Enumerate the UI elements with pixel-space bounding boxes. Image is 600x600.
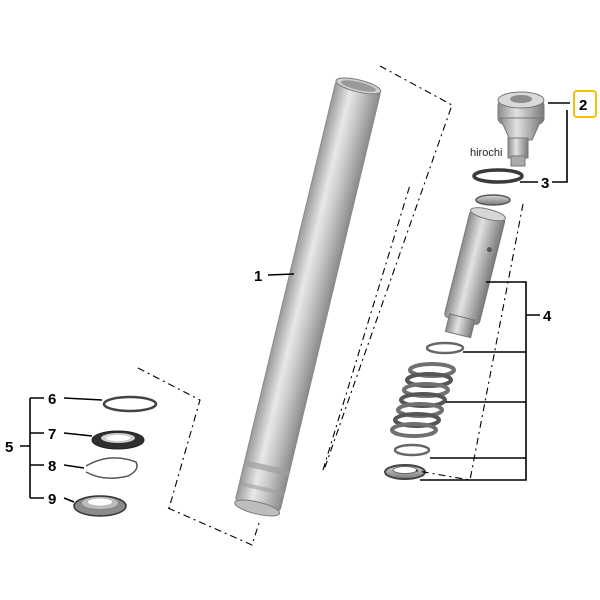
leader-7 bbox=[63, 432, 93, 437]
leader-5-bracket bbox=[20, 397, 44, 499]
leader-4-bracket bbox=[420, 281, 540, 481]
highlight-box-2 bbox=[573, 90, 597, 118]
callout-1: 1 bbox=[254, 268, 262, 285]
leader-8 bbox=[63, 464, 85, 469]
damper-spring bbox=[390, 362, 456, 438]
fork-tube bbox=[234, 77, 382, 517]
leader-2-3-bracket bbox=[552, 110, 568, 183]
callout-3: 3 bbox=[541, 175, 549, 192]
callout-8: 8 bbox=[48, 458, 56, 475]
callout-6: 6 bbox=[48, 391, 56, 408]
damper-dashed-bracket bbox=[322, 184, 524, 481]
watermark-text: hirochi bbox=[470, 147, 502, 159]
tube-dashed-bracket bbox=[167, 65, 453, 546]
dust-seal bbox=[91, 430, 145, 450]
oil-seal bbox=[73, 495, 127, 517]
wire-ring bbox=[102, 395, 158, 413]
callout-2: 2 bbox=[579, 97, 587, 114]
callout-5: 5 bbox=[5, 439, 13, 456]
circlip bbox=[85, 457, 138, 479]
o-ring bbox=[472, 168, 524, 184]
leader-1 bbox=[267, 273, 295, 276]
damper-top-ring bbox=[475, 194, 511, 206]
damper-lower-ring bbox=[393, 443, 431, 457]
callout-4: 4 bbox=[543, 308, 552, 325]
leader-6 bbox=[63, 397, 103, 401]
damper-cap bbox=[497, 91, 545, 167]
leader-9 bbox=[63, 497, 75, 503]
callout-7: 7 bbox=[48, 426, 56, 443]
damper-assembly bbox=[384, 194, 511, 480]
damper-washer bbox=[425, 341, 465, 355]
callout-9: 9 bbox=[48, 491, 56, 508]
tube-dashed-bracket-lower bbox=[137, 367, 201, 513]
